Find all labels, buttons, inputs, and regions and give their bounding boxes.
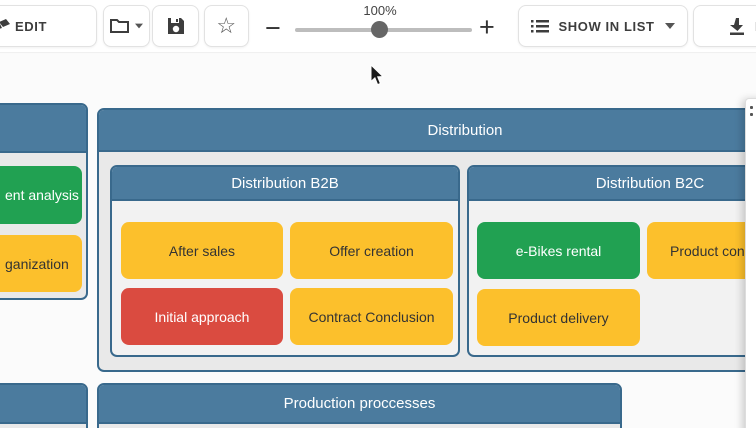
process-box-label: ent analysis	[5, 187, 79, 203]
process-box[interactable]: Contract Conclusion	[290, 288, 453, 345]
show-in-list-label: SHOW IN LIST	[558, 18, 655, 34]
process-box[interactable]: Product delivery	[477, 289, 640, 346]
process-box-label: Initial approach	[154, 308, 250, 325]
zoom-out-button[interactable]: −	[265, 13, 281, 43]
zoom-in-button[interactable]: +	[479, 12, 495, 42]
process-box[interactable]: e-Bikes rental	[477, 222, 640, 279]
process-box-label: Product delivery	[508, 309, 609, 326]
download-icon	[729, 17, 745, 35]
caret-down-icon	[664, 23, 675, 29]
process-box[interactable]: Initial approach	[121, 288, 283, 345]
favorite-button[interactable]: ☆	[204, 5, 249, 47]
toolbar: EDIT ☆ − 100% + SH	[0, 0, 756, 53]
process-box-label: Offer creation	[329, 242, 414, 259]
left-container-header[interactable]	[0, 105, 86, 153]
diagram-canvas: ent analysis ganization Distribution Dis…	[0, 54, 756, 428]
process-box[interactable]: ganization	[0, 235, 82, 292]
open-folder-button[interactable]	[103, 5, 150, 47]
bottom-left-container-header[interactable]	[0, 385, 86, 424]
process-box-label: Contract Conclusion	[308, 308, 435, 325]
process-box-label: e-Bikes rental	[515, 242, 602, 259]
star-icon: ☆	[216, 13, 237, 38]
process-box-label: ganization	[5, 255, 69, 272]
caret-down-icon	[135, 23, 143, 29]
production-container[interactable]: Production proccesses	[97, 383, 622, 428]
distribution-header[interactable]: Distribution	[99, 110, 756, 152]
left-process-container[interactable]: ent analysis ganization	[0, 103, 88, 300]
folder-icon	[109, 17, 131, 35]
edit-button[interactable]: EDIT	[0, 5, 97, 47]
distribution-b2b-container[interactable]: Distribution B2B After sales Offer creat…	[110, 165, 460, 357]
save-button[interactable]	[152, 5, 199, 47]
save-icon	[166, 16, 186, 36]
bullet-list-icon	[531, 19, 550, 33]
process-box-label: After sales	[168, 242, 236, 259]
process-box[interactable]: After sales	[121, 222, 283, 279]
distribution-b2c-header[interactable]: Distribution B2C	[469, 167, 756, 201]
zoom-level-label: 100%	[363, 3, 397, 18]
bottom-left-container[interactable]	[0, 383, 88, 428]
production-header[interactable]: Production proccesses	[99, 385, 620, 424]
distribution-container[interactable]: Distribution Distribution B2B After sale…	[97, 108, 756, 372]
process-box[interactable]: Offer creation	[290, 222, 453, 279]
bullet-list-icon[interactable]	[750, 106, 753, 120]
export-button[interactable]: E	[693, 5, 756, 47]
right-side-panel[interactable]	[745, 98, 756, 428]
pencil-icon	[0, 19, 11, 33]
process-box[interactable]: Product consu	[647, 222, 756, 279]
process-box[interactable]: ent analysis	[0, 166, 82, 224]
zoom-slider-thumb[interactable]	[371, 21, 388, 38]
distribution-b2c-container[interactable]: Distribution B2C e-Bikes rental Product …	[467, 165, 756, 357]
show-in-list-button[interactable]: SHOW IN LIST	[518, 5, 688, 47]
process-box-label: Product consu	[670, 242, 756, 259]
edit-button-label: EDIT	[15, 18, 48, 34]
distribution-b2b-header[interactable]: Distribution B2B	[112, 167, 458, 201]
